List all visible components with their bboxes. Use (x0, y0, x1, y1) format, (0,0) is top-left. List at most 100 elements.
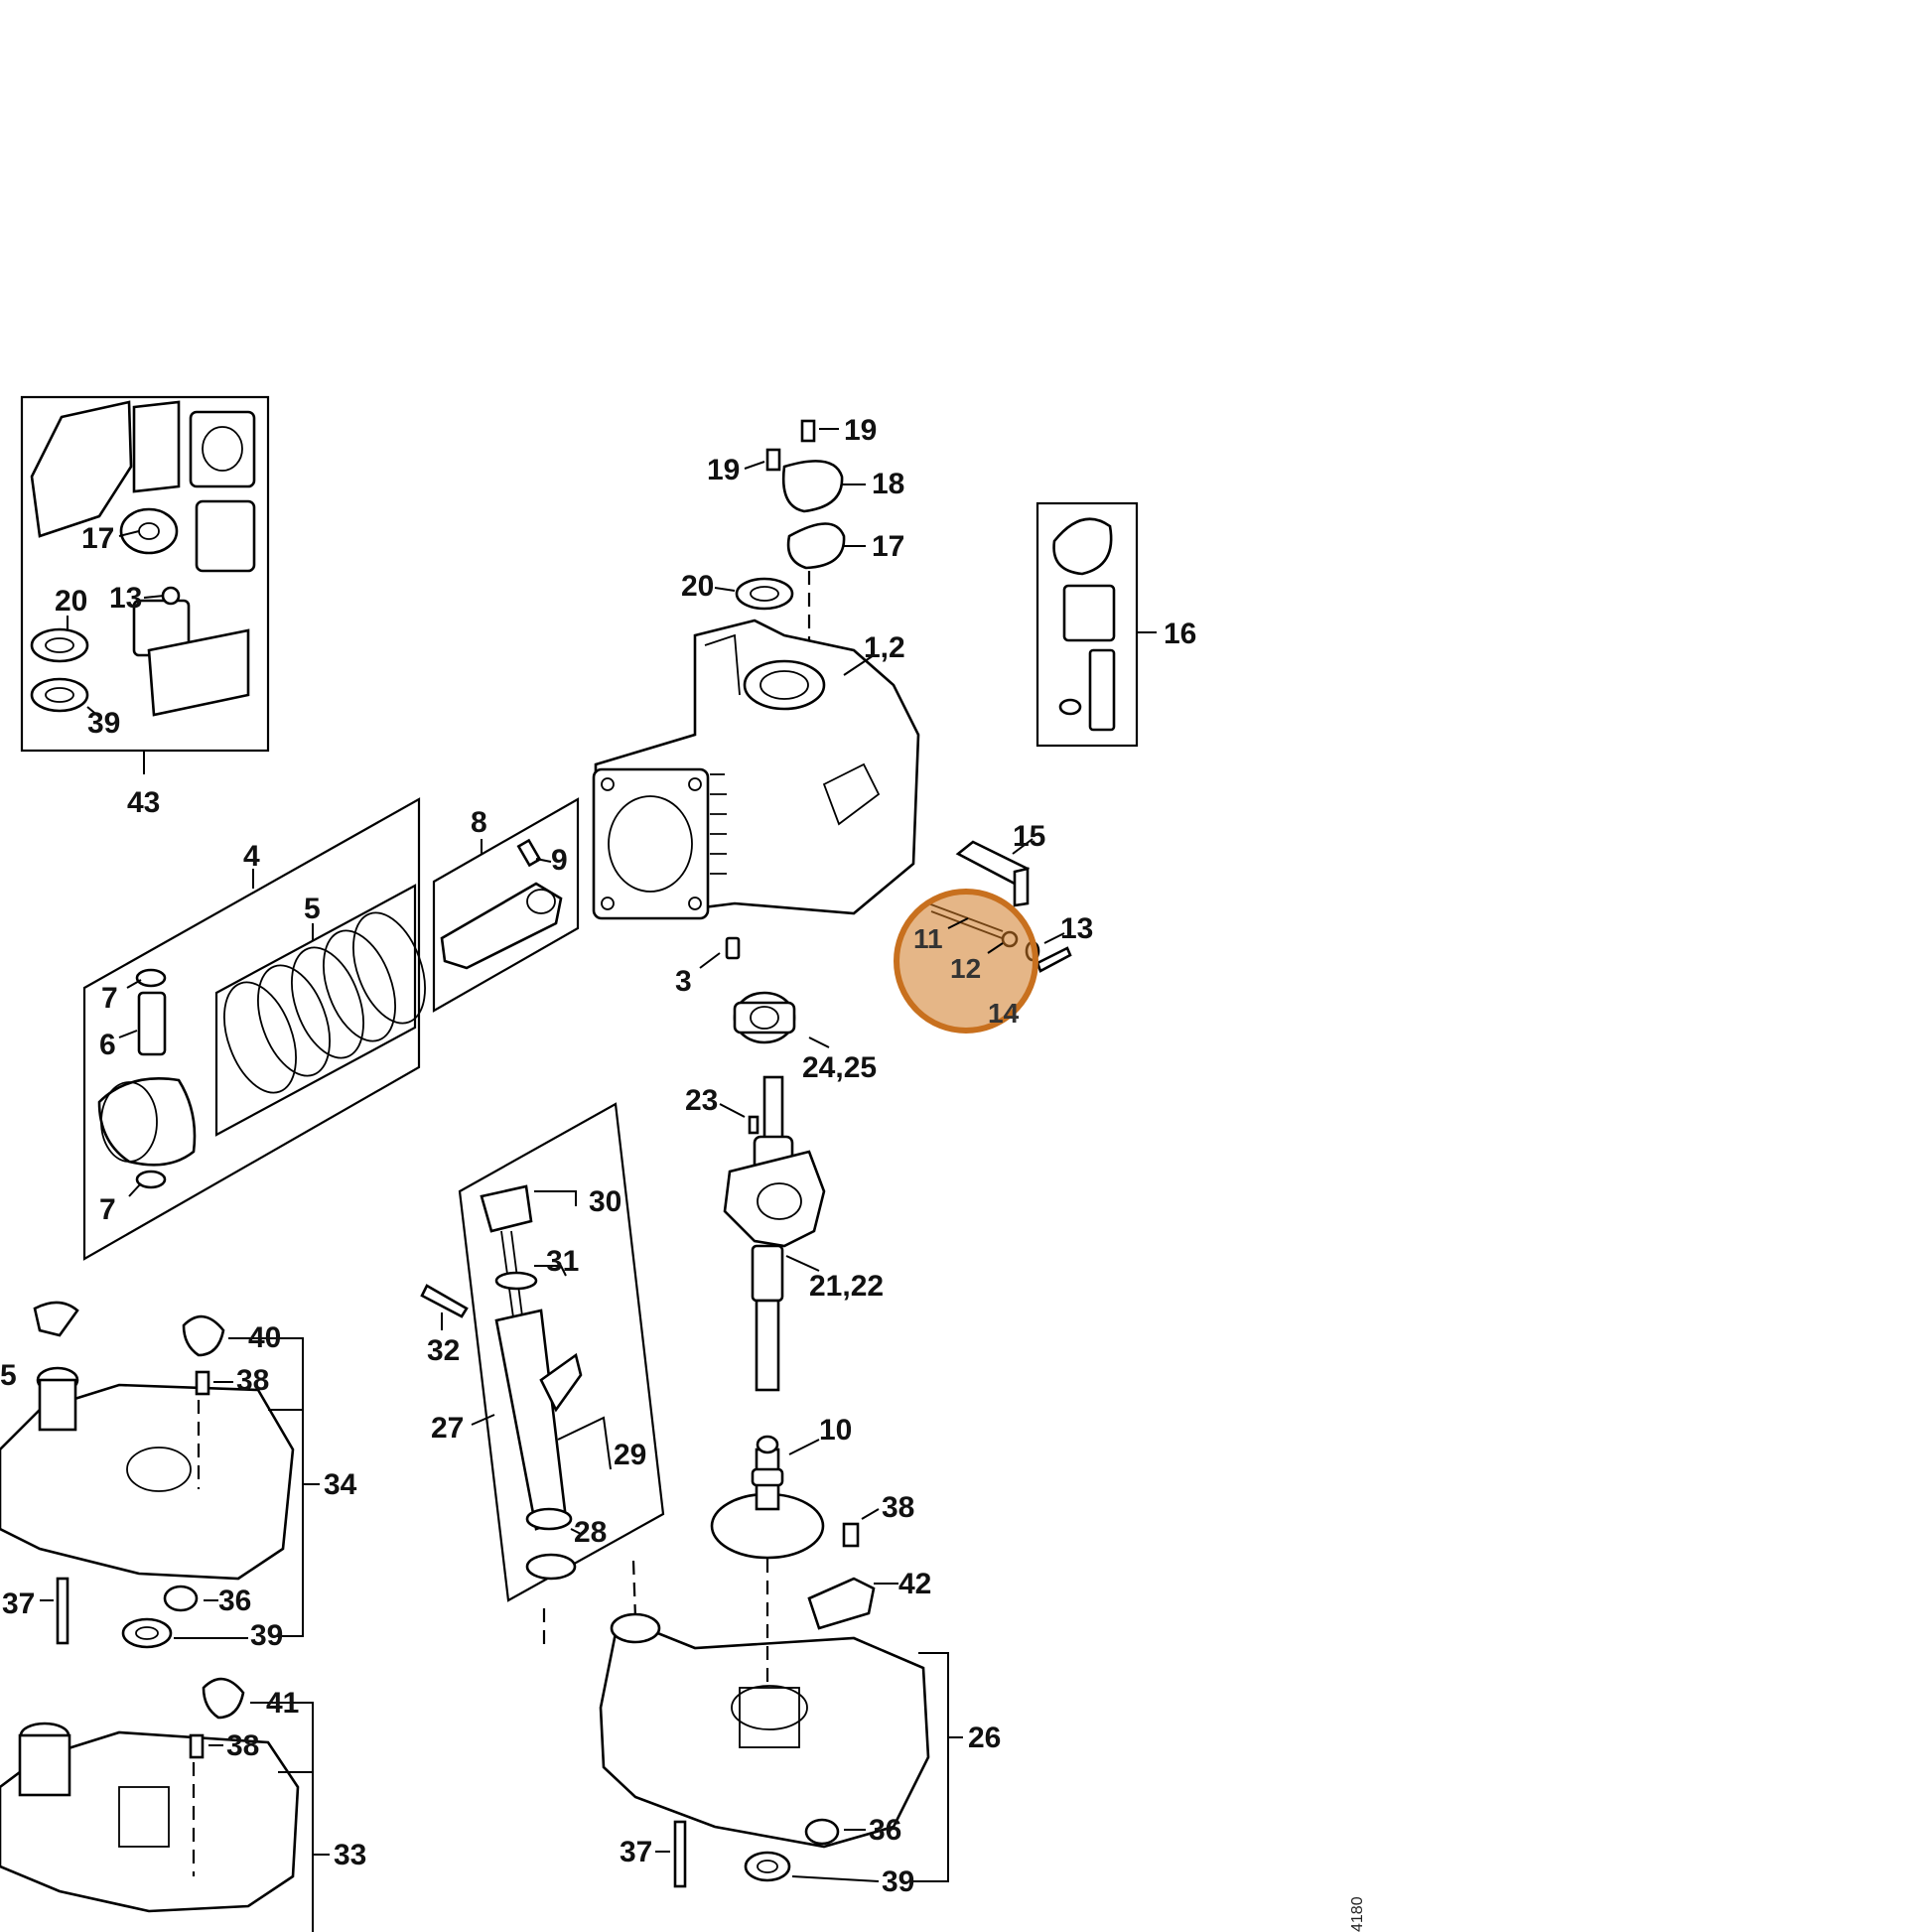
governor-40 (182, 1314, 225, 1357)
oil-seal-39b (744, 1851, 791, 1882)
label-14: 14 (988, 998, 1020, 1029)
label-26: 26 (968, 1722, 1001, 1754)
circlip-7a (135, 968, 167, 988)
plug-36a (804, 1818, 840, 1846)
label-19: 19 (707, 454, 740, 486)
connecting-rod-group[interactable]: 8 9 (432, 797, 580, 1013)
label-10: 10 (819, 1414, 852, 1447)
label-43: 43 (127, 786, 160, 819)
kit-16-box (1035, 501, 1139, 748)
crankcase-sump-34 (0, 1383, 295, 1581)
sump-33-group[interactable]: 41 38 33 (0, 1677, 366, 1932)
label-9: 9 (551, 844, 568, 877)
camshaft-sump-group[interactable]: 10 38 42 26 36 37 39 (599, 1414, 1001, 1898)
tube-end (525, 1507, 573, 1531)
piston-pin-6 (137, 991, 167, 1056)
label-5: 5 (304, 893, 321, 925)
valve-port (743, 659, 826, 711)
crankshaft-group[interactable]: 23 21,22 (685, 1075, 884, 1392)
governor-shaft-group[interactable]: 15 13 11 12 14 (894, 820, 1093, 1034)
label-38: 38 (236, 1364, 269, 1397)
governor-42 (807, 1577, 876, 1630)
label-39: 39 (250, 1619, 283, 1652)
label-36: 36 (218, 1585, 251, 1617)
label-31: 31 (546, 1245, 579, 1278)
screw-19b (765, 448, 781, 472)
kit-16-block (1062, 584, 1116, 642)
label-24-25: 24,25 (802, 1051, 877, 1084)
crankshaft-top (762, 1075, 784, 1144)
label-37: 37 (2, 1587, 35, 1620)
sump-fill-neck (610, 1612, 661, 1644)
conrod-box-8 (432, 797, 580, 1013)
piston (97, 1077, 197, 1167)
gasket-set-group[interactable]: 17 20 13 39 43 (20, 395, 270, 819)
rings-box-5 (214, 884, 417, 1137)
label-7: 7 (99, 1193, 116, 1226)
label-38: 38 (882, 1491, 914, 1524)
oil-seal-39a (30, 677, 89, 713)
part-16-kit-group[interactable]: 16 (1035, 501, 1196, 748)
kit-16-bar (1088, 648, 1116, 732)
oil-cap-35 (33, 1301, 79, 1337)
label-39: 39 (882, 1865, 914, 1898)
dipstick-box (458, 1102, 665, 1602)
label-16: 16 (1164, 618, 1196, 650)
gasket-plate (147, 628, 250, 717)
kit-16-plate (1052, 517, 1113, 576)
label-41: 41 (266, 1687, 299, 1720)
label-42: 42 (898, 1568, 931, 1600)
o-ring-28 (525, 1553, 577, 1581)
bolt-37a (673, 1820, 687, 1888)
governor-41 (202, 1677, 245, 1720)
label-34: 34 (324, 1468, 357, 1501)
cover-18 (781, 460, 844, 513)
label-38: 38 (226, 1729, 259, 1762)
label-17: 17 (81, 522, 114, 555)
dipstick-cap-30 (480, 1184, 533, 1233)
label-40: 40 (248, 1321, 281, 1354)
label-8: 8 (471, 806, 487, 839)
screw-19a (800, 419, 816, 443)
crankcase-sump-33 (0, 1730, 300, 1913)
kit-16-ring (1058, 698, 1082, 716)
connecting-rod (440, 882, 563, 970)
plate-17 (786, 522, 846, 570)
label-33: 33 (334, 1839, 366, 1871)
bolt-38c (189, 1733, 205, 1759)
bolt-38b (195, 1370, 210, 1396)
gasket-sheet-large (30, 400, 133, 538)
valve-cover-group[interactable]: 19 19 18 17 20 (681, 414, 904, 715)
crankshaft-bottom (755, 1299, 780, 1392)
dipstick-group[interactable]: 30 31 32 27 29 28 (420, 1102, 665, 1648)
dowel-3 (725, 936, 741, 960)
bolt-37b (56, 1577, 69, 1645)
label-1-2: 1,2 (864, 631, 905, 664)
label-19: 19 (844, 414, 877, 447)
piston-box-4 (82, 797, 421, 1261)
bearing-group[interactable]: 3 24,25 (675, 936, 877, 1084)
label-15: 15 (1013, 820, 1045, 853)
label-27: 27 (431, 1412, 464, 1445)
label-36: 36 (869, 1814, 901, 1847)
label-7: 7 (101, 982, 118, 1015)
label-39: 39 (87, 707, 120, 740)
piston-assembly-group[interactable]: 4 5 7 6 7 (82, 797, 439, 1261)
cylinder-head-face (592, 767, 710, 920)
engine-block-group[interactable]: 1,2 (592, 619, 920, 920)
label-23: 23 (685, 1084, 718, 1117)
label-11: 11 (913, 923, 943, 954)
oil-seal-39c (121, 1617, 173, 1649)
oil-seal-20a (30, 627, 89, 663)
circlip-7b (135, 1170, 167, 1189)
label-35: 5 (0, 1359, 17, 1392)
crank-gear (751, 1244, 784, 1303)
label-17: 17 (872, 530, 904, 563)
label-21-22: 21,22 (809, 1270, 884, 1303)
label-30: 30 (589, 1185, 621, 1218)
pin-14 (1035, 946, 1072, 973)
sump-34-group[interactable]: 40 38 34 5 36 37 39 (0, 1301, 357, 1652)
label-18: 18 (872, 468, 904, 500)
highlight-marker[interactable] (894, 889, 1038, 1034)
